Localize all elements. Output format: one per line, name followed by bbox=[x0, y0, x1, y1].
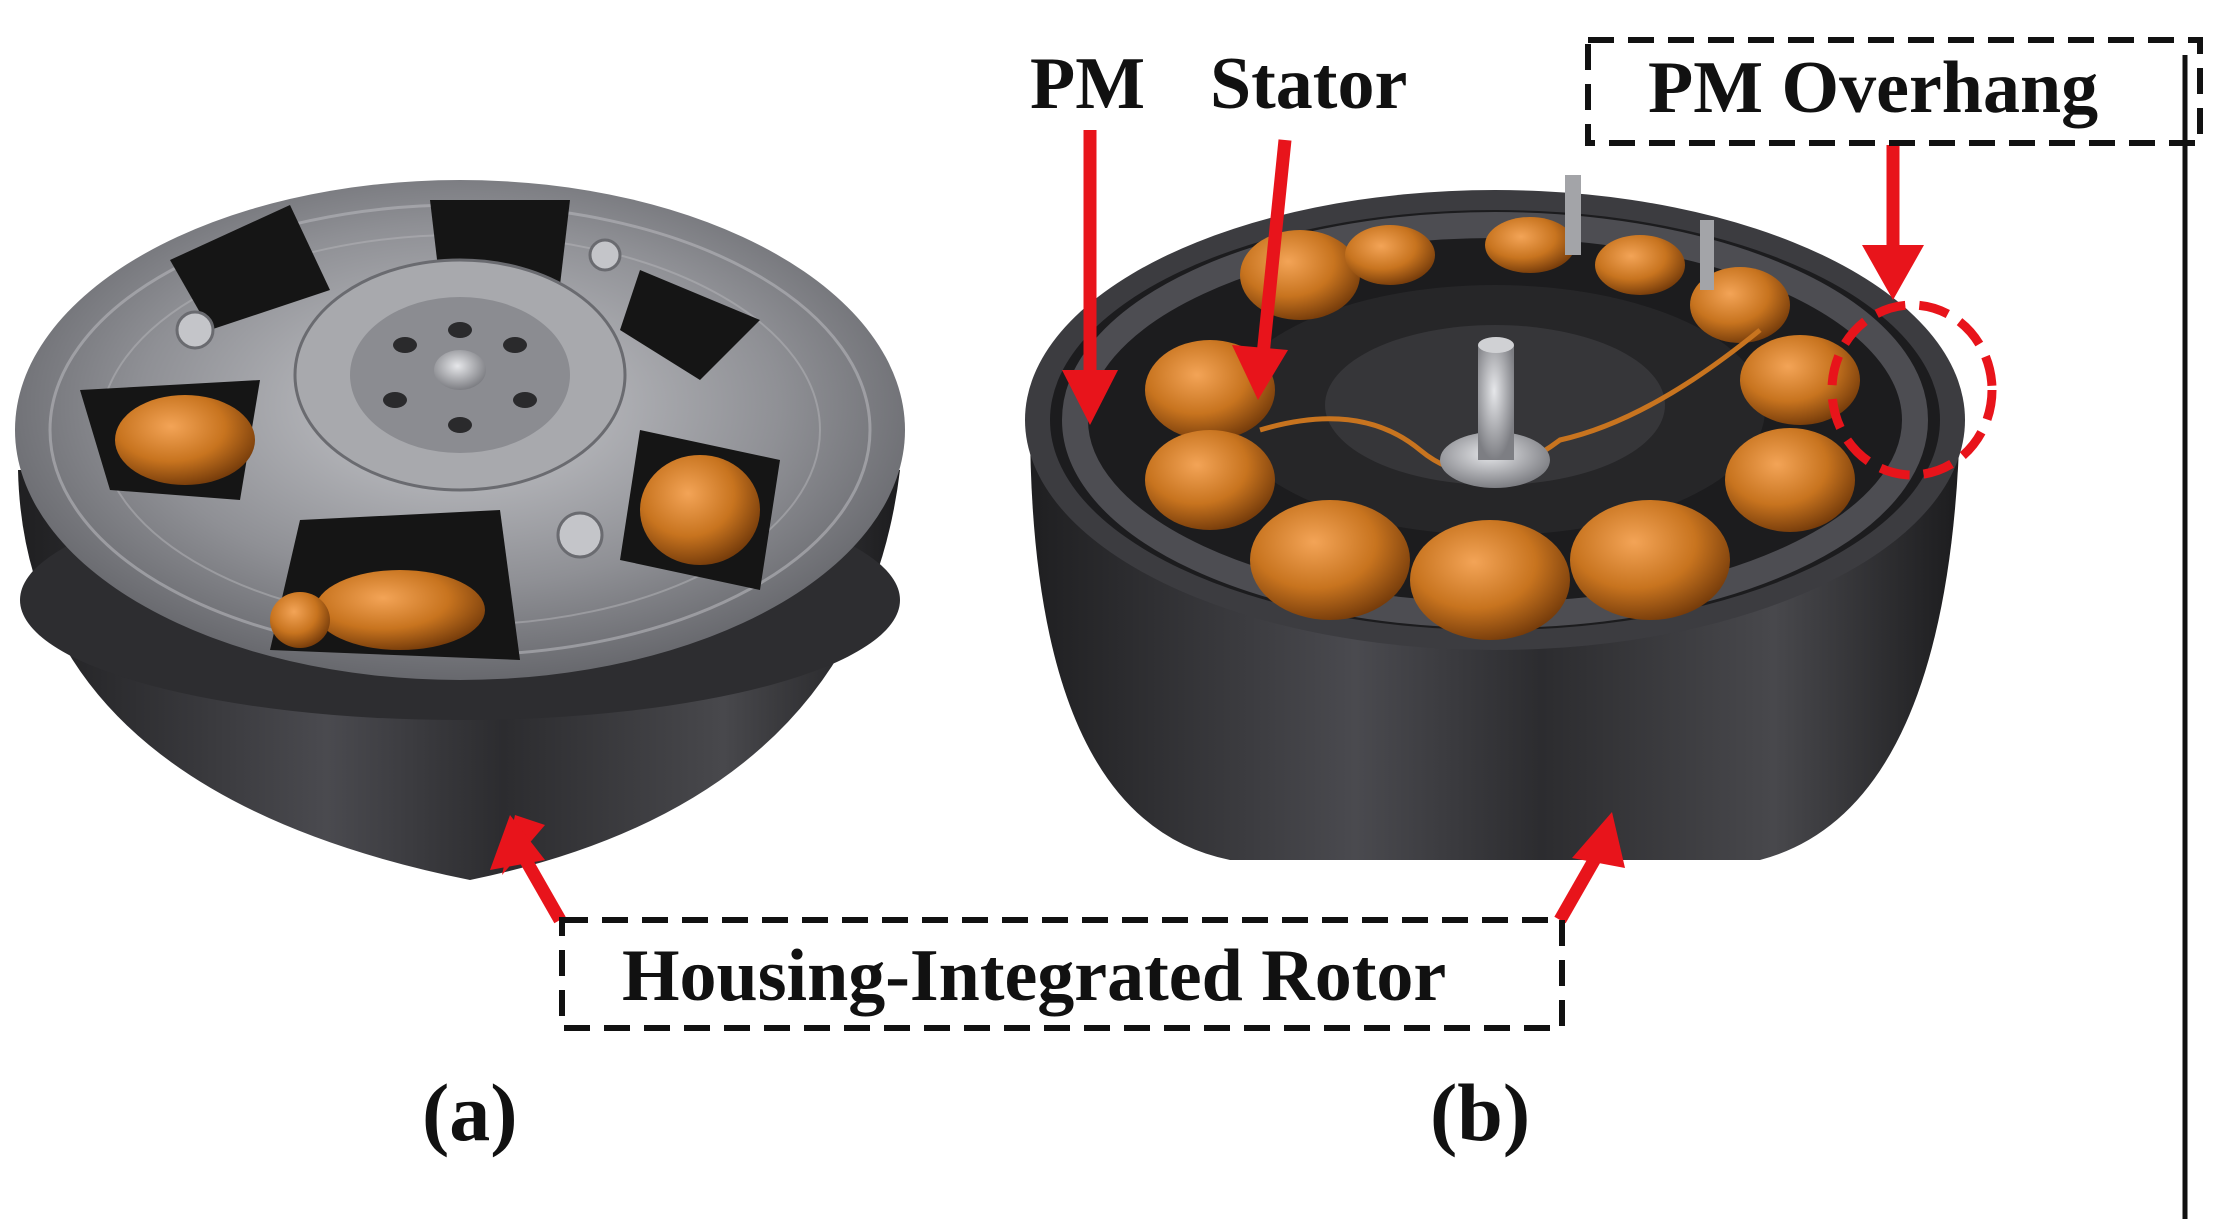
coil-b-1 bbox=[1240, 230, 1360, 320]
motor-b-photo bbox=[1025, 175, 1965, 860]
coil-a-2 bbox=[640, 455, 760, 565]
coil-a-1 bbox=[115, 395, 255, 485]
coil-b-9 bbox=[1690, 267, 1790, 343]
window-a-1 bbox=[170, 205, 330, 330]
panel-b-label: (b) bbox=[1430, 1067, 1530, 1158]
coil-b-6 bbox=[1570, 500, 1730, 620]
panel-a-label: (a) bbox=[422, 1067, 518, 1158]
coil-a-3 bbox=[315, 570, 485, 650]
stator-label: Stator bbox=[1210, 43, 1407, 125]
pm-overhang-circle bbox=[1827, 300, 1997, 480]
coil-b-3 bbox=[1145, 430, 1275, 530]
housing-rotor-box bbox=[559, 917, 1565, 1031]
window-a-3 bbox=[620, 270, 760, 380]
coil-b-7 bbox=[1725, 428, 1855, 532]
shaft-a bbox=[434, 350, 486, 390]
housing-rotor-label: Housing-Integrated Rotor bbox=[622, 935, 1446, 1017]
stator-arrow bbox=[1255, 139, 1292, 366]
pm-overhang-box bbox=[1585, 37, 2203, 146]
pm-label: PM bbox=[1030, 43, 1145, 125]
coil-b-8 bbox=[1740, 335, 1860, 425]
shaft-b bbox=[1478, 345, 1514, 460]
pm-overhang-label: PM Overhang bbox=[1648, 47, 2098, 129]
motor-a-photo bbox=[15, 180, 905, 880]
coil-b-5 bbox=[1410, 520, 1570, 640]
coil-b-4 bbox=[1250, 500, 1410, 620]
